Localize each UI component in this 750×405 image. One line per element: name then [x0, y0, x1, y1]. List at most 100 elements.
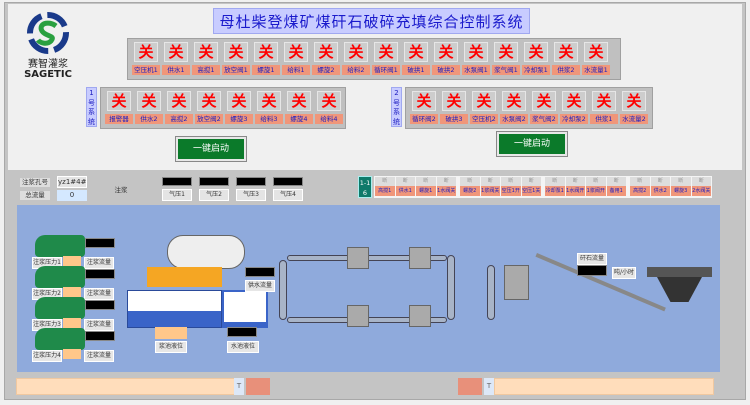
switch-cell: 关供浆2 — [552, 42, 580, 76]
company-logo: 赛智灌浆 SAGETIC — [18, 10, 78, 80]
switch-label: 水泵阀1 — [462, 65, 490, 75]
toggle-switch-button[interactable]: 关 — [464, 42, 488, 62]
gangue-flow-label: 矸石流量 — [577, 253, 607, 265]
pressure-value — [273, 177, 303, 186]
toggle-switch-button[interactable]: 关 — [227, 91, 251, 111]
switch-cell: 关供水2 — [135, 91, 163, 125]
one-key-start-button-2[interactable]: 一键启动 — [496, 131, 568, 157]
switch-label: 供浆1 — [590, 114, 618, 124]
toggle-switch-button[interactable]: 关 — [524, 42, 548, 62]
status-top: 断 — [436, 177, 456, 186]
status-top: 断 — [630, 177, 650, 186]
toggle-switch-button[interactable]: 关 — [137, 91, 161, 111]
status-cell: 断空压1开 — [501, 177, 521, 197]
switch-cell: 关螺旋2 — [312, 42, 340, 76]
toggle-switch-button[interactable]: 关 — [167, 91, 191, 111]
grout-pressure-value — [63, 318, 81, 328]
scroll-handle-icon[interactable]: T — [234, 378, 244, 395]
toggle-switch-button[interactable]: 关 — [284, 42, 308, 62]
status-top: 断 — [375, 177, 395, 186]
toggle-switch-button[interactable]: 关 — [344, 42, 368, 62]
logo-cn: 赛智灌浆 — [28, 59, 68, 70]
toggle-switch-button[interactable]: 关 — [562, 91, 586, 111]
status-label: 空压1关 — [521, 186, 541, 196]
status-range-badge: 1-16 — [358, 176, 372, 198]
grout-pump — [35, 266, 85, 288]
toggle-switch-button[interactable]: 关 — [592, 91, 616, 111]
pressure-value — [162, 177, 192, 186]
toggle-switch-button[interactable]: 关 — [584, 42, 608, 62]
switch-label: 破拱2 — [432, 65, 460, 75]
grout-flow-value — [85, 331, 115, 341]
toggle-switch-button[interactable]: 关 — [622, 91, 646, 111]
toggle-switch-button[interactable]: 关 — [257, 91, 281, 111]
switch-label: 螺旋1 — [252, 65, 280, 75]
grout-flow-label: 注浆流量 — [84, 257, 114, 269]
hole-input[interactable]: yz1#4# — [57, 176, 87, 188]
status-label: 2水阀关 — [691, 186, 711, 196]
status-top: 断 — [691, 177, 711, 186]
status-cell: 断供水2 — [650, 177, 670, 197]
toggle-switch-button[interactable]: 关 — [314, 42, 338, 62]
toggle-switch-button[interactable]: 关 — [502, 91, 526, 111]
toggle-switch-button[interactable]: 关 — [374, 42, 398, 62]
grout-pressure-value — [63, 287, 81, 297]
toggle-switch-button[interactable]: 关 — [412, 91, 436, 111]
pressure-label: 气压4 — [273, 189, 303, 201]
switch-label: 冷却泵2 — [560, 114, 588, 124]
status-cell: 断高搅1 — [375, 177, 395, 197]
toggle-switch-button[interactable]: 关 — [197, 91, 221, 111]
grout-pressure-label: 注浆压力4 — [32, 350, 62, 362]
toggle-switch-button[interactable]: 关 — [287, 91, 311, 111]
status-cell: 断空压1关 — [521, 177, 541, 197]
switch-cell: 关给料2 — [342, 42, 370, 76]
switch-label: 循环阀2 — [410, 114, 438, 124]
water-supply-label: 供水流量 — [245, 280, 275, 292]
switch-cell: 关空压机2 — [470, 91, 498, 125]
logo-en: SAGETIC — [24, 69, 72, 80]
crusher — [347, 247, 369, 269]
grout-flow-label: 注浆流量 — [84, 350, 114, 362]
switch-cell: 关给料1 — [282, 42, 310, 76]
grout-flow-value — [85, 300, 115, 310]
left-indicator — [246, 378, 270, 395]
toggle-switch-button[interactable]: 关 — [494, 42, 518, 62]
switch-cell: 关给料3 — [255, 91, 283, 125]
toggle-switch-button[interactable]: 关 — [472, 91, 496, 111]
grout-label: 注浆 — [114, 186, 128, 194]
switch-label: 供水1 — [162, 65, 190, 75]
page-title: 母杜柴登煤矿煤矸石破碎充填综合控制系统 — [213, 8, 530, 34]
right-scroll-bar[interactable] — [494, 378, 714, 395]
toggle-switch-button[interactable]: 关 — [254, 42, 278, 62]
one-key-start-button-1[interactable]: 一键启动 — [175, 136, 247, 162]
status-top: 断 — [671, 177, 691, 186]
toggle-switch-button[interactable]: 关 — [404, 42, 428, 62]
hopper-body — [657, 277, 702, 302]
status-label: 1水阀关 — [436, 186, 456, 196]
switch-cell: 关高搅2 — [165, 91, 193, 125]
toggle-switch-button[interactable]: 关 — [194, 42, 218, 62]
left-scroll-bar[interactable] — [16, 378, 236, 395]
toggle-switch-button[interactable]: 关 — [107, 91, 131, 111]
toggle-switch-button[interactable]: 关 — [532, 91, 556, 111]
scroll-handle-icon[interactable]: T — [484, 378, 494, 395]
toggle-switch-button[interactable]: 关 — [434, 42, 458, 62]
toggle-switch-button[interactable]: 关 — [317, 91, 341, 111]
conveyor — [487, 265, 495, 320]
switch-label: 给料2 — [342, 65, 370, 75]
toggle-switch-button[interactable]: 关 — [134, 42, 158, 62]
gangue-flow-value — [577, 265, 607, 276]
toggle-switch-button[interactable]: 关 — [224, 42, 248, 62]
toggle-switch-button[interactable]: 关 — [554, 42, 578, 62]
switch-cell: 关破拱1 — [402, 42, 430, 76]
switch-cell: 关破拱3 — [440, 91, 468, 125]
toggle-switch-button[interactable]: 关 — [164, 42, 188, 62]
switch-label: 浆气阀2 — [530, 114, 558, 124]
toggle-switch-button[interactable]: 关 — [442, 91, 466, 111]
switch-label: 放空阀2 — [195, 114, 223, 124]
